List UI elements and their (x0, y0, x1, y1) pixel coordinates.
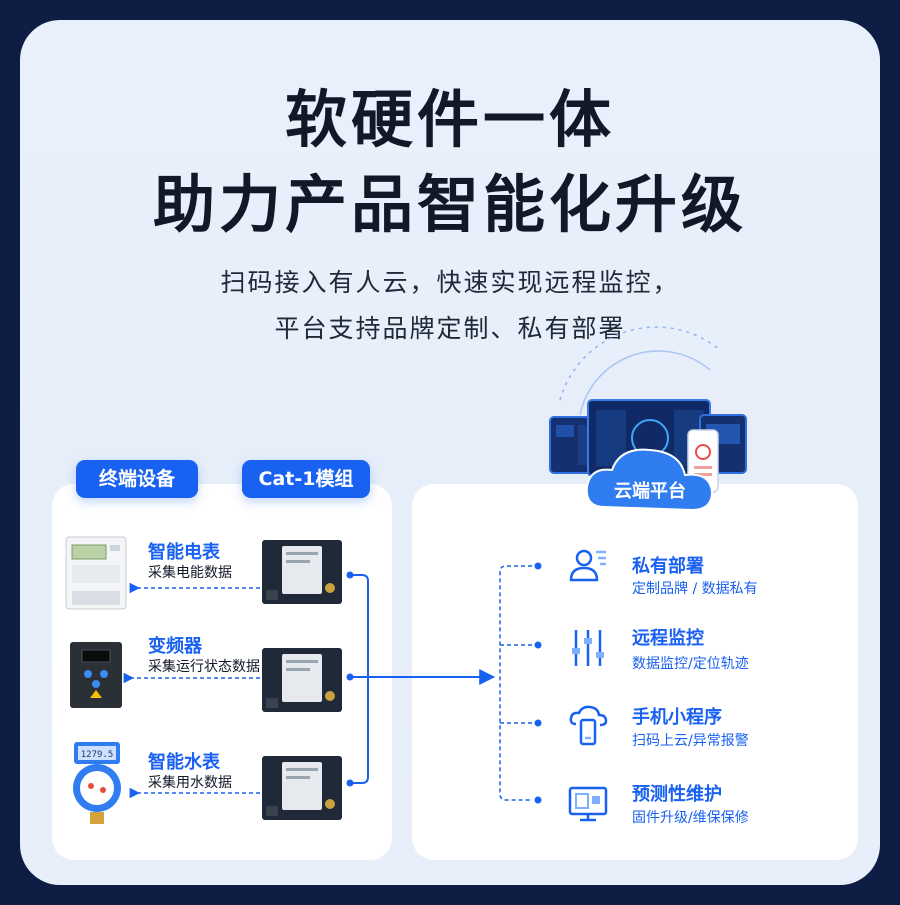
service-title-private-deploy: 私有部署 (632, 556, 704, 577)
service-desc-predictive-maintenance: 固件升级/维保保修 (632, 810, 749, 826)
device-name-inverter: 变频器 (148, 636, 202, 657)
orbit-arc-outer (559, 326, 721, 401)
module-tag: Cat-1模组 (242, 460, 370, 498)
service-title-predictive-maintenance: 预测性维护 (632, 784, 722, 805)
cloud-shape (585, 448, 714, 512)
connector-lines (123, 562, 542, 804)
device-tag: 终端设备 (76, 460, 198, 498)
electric-meter-image (65, 536, 127, 610)
cloud-platform-tag: 云端平台 (614, 481, 686, 502)
device-desc-water-meter: 采集用水数据 (148, 775, 232, 791)
inverter-image (70, 642, 122, 708)
title-line-1: 软硬件一体 (284, 83, 615, 156)
service-desc-mini-program: 扫码上云/异常报警 (632, 733, 749, 749)
service-desc-private-deploy: 定制品牌 / 数据私有 (632, 581, 758, 597)
module-bracket (350, 574, 369, 784)
cloud-platform-illustration (549, 326, 747, 512)
device-name-water-meter: 智能水表 (148, 752, 220, 773)
monitor-box-icon (568, 786, 608, 822)
user-shield-icon (569, 549, 606, 582)
title-line-2: 助力产品智能化升级 (152, 168, 747, 241)
cat1-module-3 (262, 756, 342, 820)
service-desc-remote-monitor: 数据监控/定位轨迹 (632, 656, 749, 672)
device-name-electric-meter: 智能电表 (148, 542, 220, 563)
cat1-module-1 (262, 540, 342, 604)
sliders-icon (572, 630, 604, 666)
poster-card: 软硬件一体 助力产品智能化升级 扫码接入有人云，快速实现远程监控， 平台支持品牌… (20, 20, 880, 885)
phone-cloud-icon (569, 705, 608, 746)
device-desc-electric-meter: 采集电能数据 (148, 565, 232, 581)
water-meter-image: 1279.5 (73, 742, 121, 824)
cat1-module-2 (262, 648, 342, 712)
device-desc-inverter: 采集运行状态数据 (148, 659, 260, 675)
orbit-arc-inner (579, 350, 711, 416)
service-title-remote-monitor: 远程监控 (632, 628, 704, 649)
service-title-mini-program: 手机小程序 (632, 707, 722, 728)
service-tree (499, 565, 532, 801)
subtitle-line-1: 扫码接入有人云，快速实现远程监控， (220, 268, 680, 297)
water-meter-reading: 1279.5 (81, 750, 114, 760)
subtitle-line-2: 平台支持品牌定制、私有部署 (274, 314, 626, 343)
